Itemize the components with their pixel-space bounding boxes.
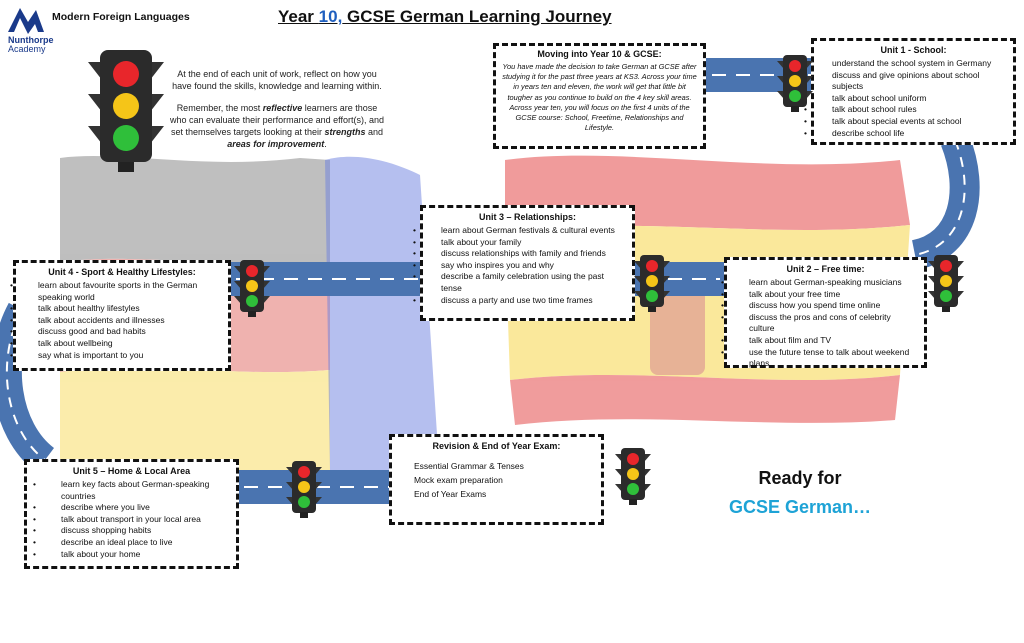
revision-list: Essential Grammar & Tenses Mock exam pre… [400,459,593,501]
title-prefix: Year [278,7,319,26]
unit3-box: Unit 3 – Relationships: learn about Germ… [413,205,635,321]
intro-p2-strengths: strengths [324,127,366,137]
intro-p2-areas: areas for improvement [227,139,325,149]
list-item: talk about school uniform [804,93,1005,105]
french-flag-faded [325,156,440,480]
page-title: Year 10, GCSE German Learning Journey [278,7,612,27]
unit5-title: Unit 5 – Home & Local Area [72,466,191,476]
unit5-list: learn key facts about German-speaking co… [33,479,228,561]
school-name-line2: Academy [8,44,46,54]
list-item: talk about your free time [721,289,916,301]
list-item: learn about favourite sports in the Germ… [10,280,220,303]
intro-p2-reflective: reflective [262,103,303,113]
unit5-box: Unit 5 – Home & Local Area learn key fac… [24,459,239,569]
intro-paragraph-1: At the end of each unit of work, reflect… [172,69,382,91]
school-name: Nunthorpe Academy [8,36,54,54]
unit4-box: Unit 4 - Sport & Healthy Lifestyles: lea… [10,260,231,371]
traffic-light-icon [286,461,322,518]
list-item: talk about your family [413,237,624,249]
list-item: talk about special events at school [804,116,1005,128]
title-year: 10, [318,7,343,26]
list-item: discuss how you spend time online [721,300,916,312]
list-item: discuss a party and use two time frames [413,295,624,307]
unit2-title: Unit 2 – Free time: [786,264,865,274]
list-item: Essential Grammar & Tenses [414,461,524,471]
list-item: End of Year Exams [414,489,487,499]
moving-into-year10-box: Moving into Year 10 & GCSE: You have mad… [493,43,706,149]
intro-paragraph-2: Remember, the most reflective learners a… [168,102,386,150]
list-item: use the future tense to talk about weeke… [721,347,916,370]
list-item: discuss relationships with family and fr… [413,248,624,260]
list-item: describe school life [804,128,1005,140]
list-item: discuss and give opinions about school s… [804,70,1005,93]
list-item: talk about film and TV [721,335,916,347]
list-item: discuss good and bad habits [10,326,220,338]
list-item: describe a family celebration using the … [413,271,624,294]
unit1-title: Unit 1 - School: [880,45,947,55]
unit1-box: Unit 1 - School: understand the school s… [804,38,1016,145]
list-item: talk about school rules [804,104,1005,116]
list-item: learn about German festivals & cultural … [413,225,624,237]
list-item: talk about your home [33,549,228,561]
list-item: say who inspires you and why [413,260,624,272]
moving-title: Moving into Year 10 & GCSE: [537,49,662,59]
traffic-light-icon [234,260,270,317]
list-item: understand the school system in Germany [804,58,1005,70]
intro-p2-c: learners are those who can evaluate thei… [170,103,384,137]
unit4-title: Unit 4 - Sport & Healthy Lifestyles: [48,267,196,277]
traffic-light-icon [634,255,670,312]
nunthorpe-logo-icon [8,8,44,34]
unit3-title: Unit 3 – Relationships: [478,212,576,222]
traffic-light-icon [88,50,164,172]
department-name: Modern Foreign Languages [52,11,190,23]
traffic-light-icon [777,55,813,112]
unit2-box: Unit 2 – Free time: learn about German-s… [721,257,927,370]
title-suffix: GCSE German Learning Journey [342,7,612,26]
revision-title: Revision & End of Year Exam: [432,441,561,451]
intro-p2-g: . [324,139,327,149]
list-item: Mock exam preparation [414,475,503,485]
list-item: learn key facts about German-speaking co… [33,479,228,502]
traffic-light-icon [928,255,964,312]
intro-p2-a: Remember, the most [176,103,263,113]
list-item: discuss shopping habits [33,525,228,537]
list-item: talk about transport in your local area [33,514,228,526]
list-item: describe where you live [33,502,228,514]
unit1-list: understand the school system in Germany … [804,58,1005,140]
list-item: discuss the pros and cons of celebrity c… [721,312,916,335]
intro-text: At the end of each unit of work, reflect… [168,68,386,150]
list-item: learn about German-speaking musicians [721,277,916,289]
school-name-line1: Nunthorpe [8,35,54,45]
list-item: describe an ideal place to live [33,537,228,549]
ready-for-gcse: Ready for GCSE German… [700,468,900,518]
list-item: say what is important to you [10,350,220,362]
list-item: talk about wellbeing [10,338,220,350]
moving-text: You have made the decision to take Germa… [502,62,697,133]
ready-line1: Ready for [758,468,842,488]
unit3-list: learn about German festivals & cultural … [413,225,624,307]
unit2-list: learn about German-speaking musicians ta… [721,277,916,370]
intro-p2-e: and [365,127,384,137]
revision-box: Revision & End of Year Exam: Essential G… [389,434,604,525]
ready-line2: GCSE German… [728,497,872,517]
list-item: talk about healthy lifestyles [10,303,220,315]
list-item: talk about accidents and illnesses [10,315,220,327]
unit4-list: learn about favourite sports in the Germ… [10,280,220,362]
traffic-light-icon [615,448,651,505]
